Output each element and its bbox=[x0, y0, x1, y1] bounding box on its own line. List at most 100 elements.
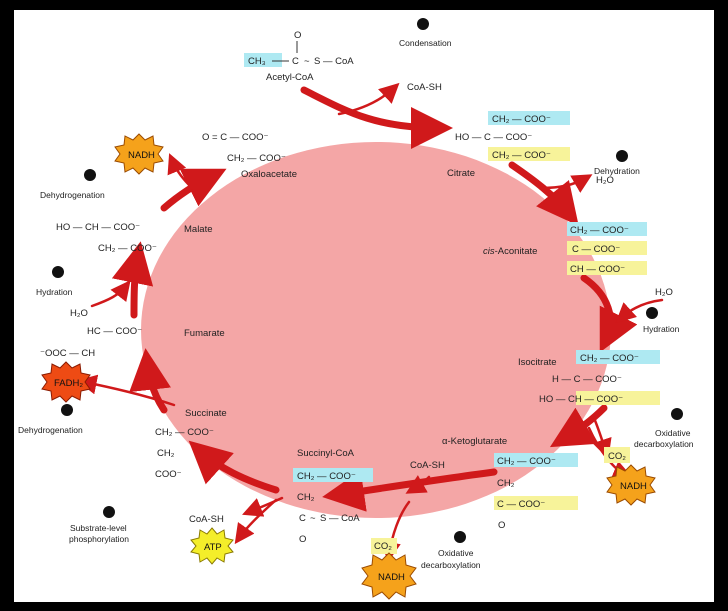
fumarate-structure: HC — COO⁻ ⁻OOC — CH Fumarate bbox=[40, 326, 225, 359]
condensation-label: Condensation bbox=[399, 38, 452, 48]
svg-text:C: C bbox=[299, 513, 306, 524]
arrow-succinylcoa-succinate bbox=[188, 440, 280, 494]
step-dot-hydration-left bbox=[52, 266, 64, 278]
svg-text:CH₂: CH₂ bbox=[157, 448, 175, 459]
arrow-from-h2o-hydration-right bbox=[615, 298, 664, 324]
oxaloacetate-structure: O = C — COO⁻ CH₂ — COO⁻ Oxaloacetate bbox=[202, 132, 297, 180]
step-dot-substrate bbox=[103, 506, 115, 518]
svg-text:CH₂ — COO⁻: CH₂ — COO⁻ bbox=[497, 456, 556, 467]
arrow-malate-oaa bbox=[160, 168, 227, 212]
malate-structure: HO — CH — COO⁻ CH₂ — COO⁻ Malate bbox=[56, 222, 213, 254]
coash-top-label: CoA-SH bbox=[407, 82, 442, 93]
step-dot-dehydration bbox=[616, 150, 628, 162]
arrow-to-coash-bottom bbox=[242, 496, 284, 517]
svg-text:COO⁻: COO⁻ bbox=[155, 469, 182, 480]
h2o-hydration-right-label: H₂O bbox=[655, 287, 673, 298]
arrow-condensation bbox=[300, 86, 453, 149]
oxidative-bottom-label-2: decarboxylation bbox=[421, 560, 481, 570]
nadh-star-bottom bbox=[361, 552, 417, 600]
hydration-left-label: Hydration bbox=[36, 287, 73, 297]
svg-text:HC — COO⁻: HC — COO⁻ bbox=[87, 326, 142, 337]
svg-text:HO — CH — COO⁻: HO — CH — COO⁻ bbox=[539, 394, 623, 405]
nadh-top-label: NADH bbox=[128, 150, 155, 161]
akg-label: α-Ketoglutarate bbox=[442, 436, 507, 447]
arrow-succinate-fumarate bbox=[129, 348, 171, 414]
fumarate-label: Fumarate bbox=[184, 328, 225, 339]
svg-text:CH₂ — COO⁻: CH₂ — COO⁻ bbox=[155, 427, 214, 438]
svg-text:⁻OOC — CH: ⁻OOC — CH bbox=[40, 348, 95, 359]
svg-text:CH₂ — COO⁻: CH₂ — COO⁻ bbox=[580, 353, 639, 364]
arrow-isocitrate-akg bbox=[549, 404, 608, 448]
svg-text:O: O bbox=[498, 520, 505, 531]
cycle-center bbox=[141, 142, 611, 518]
svg-text:C: C bbox=[292, 56, 299, 67]
dehydration-label: Dehydration bbox=[594, 166, 640, 176]
succinate-structure: Succinate CH₂ — COO⁻ CH₂ COO⁻ bbox=[155, 408, 227, 480]
coash-bottom-label: CoA-SH bbox=[189, 514, 224, 525]
svg-text:CH₂: CH₂ bbox=[497, 478, 515, 489]
step-dots bbox=[52, 18, 683, 543]
acetyl-coa-structure: O CH₃ C ~ S — CoA Acetyl-CoA bbox=[248, 30, 354, 83]
isocitrate-structure: CH₂ — COO⁻ H — C — COO⁻ HO — CH — COO⁻ I… bbox=[518, 353, 639, 405]
step-dot-dehydrogenation-left bbox=[61, 404, 73, 416]
svg-text:S — CoA: S — CoA bbox=[320, 513, 360, 524]
substrate-level-label-1: Substrate-level bbox=[70, 523, 127, 533]
akg-structure: α-Ketoglutarate CH₂ — COO⁻ CH₂ C — COO⁻ … bbox=[442, 436, 556, 531]
cis-aconitate-label: cis-Aconitate bbox=[483, 246, 537, 257]
isocitrate-label: Isocitrate bbox=[518, 357, 557, 368]
fadh2-star bbox=[41, 361, 91, 403]
citrate-label: Citrate bbox=[447, 168, 475, 179]
highlights bbox=[244, 53, 660, 554]
citrate-structure: CH₂ — COO⁻ HO — C — COO⁻ CH₂ — COO⁻ Citr… bbox=[447, 114, 551, 179]
dehydrogenation-left-label: Dehydrogenation bbox=[18, 425, 83, 435]
arrow-from-h2o-left bbox=[90, 280, 131, 308]
oxaloacetate-label: Oxaloacetate bbox=[241, 169, 297, 180]
svg-text:CH₂ — COO⁻: CH₂ — COO⁻ bbox=[492, 150, 551, 161]
step-dot-condensation bbox=[417, 18, 429, 30]
malate-label: Malate bbox=[184, 224, 213, 235]
co2-bottom-label: CO₂ bbox=[374, 541, 392, 552]
step-dot-oxidative-right bbox=[671, 408, 683, 420]
arrow-to-fadh2 bbox=[76, 374, 176, 407]
nadh-right-label: NADH bbox=[620, 481, 647, 492]
svg-text:CH₃: CH₃ bbox=[248, 56, 266, 67]
svg-text:S — CoA: S — CoA bbox=[314, 56, 354, 67]
arrow-to-nadh-top bbox=[167, 153, 194, 190]
substrate-level-label-2: phosphorylation bbox=[69, 534, 129, 544]
cis-aconitate-structure: CH₂ — COO⁻ C — COO⁻ CH — COO⁻ cis-Aconit… bbox=[483, 225, 629, 275]
svg-text:CH₂ — COO⁻: CH₂ — COO⁻ bbox=[227, 153, 286, 164]
step-dot-dehydrogenation-top bbox=[84, 169, 96, 181]
svg-text:~: ~ bbox=[304, 56, 310, 67]
nadh-star-right bbox=[606, 464, 656, 506]
diagram-panel: O CH₃ C ~ S — CoA Acetyl-CoA CH₂ — COO⁻ … bbox=[14, 10, 714, 602]
svg-text:CH₂ — COO⁻: CH₂ — COO⁻ bbox=[492, 114, 551, 125]
svg-text:CH₂ — COO⁻: CH₂ — COO⁻ bbox=[297, 471, 356, 482]
cycle-diagram: O CH₃ C ~ S — CoA Acetyl-CoA CH₂ — COO⁻ … bbox=[18, 18, 694, 600]
cofactor-stars bbox=[41, 133, 656, 600]
svg-text:HO — C — COO⁻: HO — C — COO⁻ bbox=[455, 132, 532, 143]
oxidative-right-label-2: decarboxylation bbox=[634, 439, 694, 449]
step-dot-hydration-right bbox=[646, 307, 658, 319]
oxidative-right-label-1: Oxidative bbox=[655, 428, 691, 438]
svg-text:O: O bbox=[299, 534, 306, 545]
arrow-fumarate-malate bbox=[111, 241, 154, 319]
fadh2-label: FADH₂ bbox=[54, 378, 83, 389]
arrow-to-atp bbox=[234, 498, 278, 545]
cofactor-labels: NADH NADH NADH FADH₂ ATP bbox=[54, 150, 647, 583]
atp-star bbox=[190, 527, 234, 565]
arrow-to-coash-top bbox=[337, 82, 400, 116]
arrow-aconitate-isocitrate bbox=[580, 274, 638, 353]
acetyl-coa-label: Acetyl-CoA bbox=[266, 72, 314, 83]
coash-mid-label: CoA-SH bbox=[410, 460, 445, 471]
svg-text:O = C — COO⁻: O = C — COO⁻ bbox=[202, 132, 269, 143]
svg-text:H — C — COO⁻: H — C — COO⁻ bbox=[552, 374, 622, 385]
succinate-label: Succinate bbox=[185, 408, 227, 419]
svg-text:CH₂: CH₂ bbox=[297, 492, 315, 503]
succinyl-coa-structure: Succinyl-CoA CH₂ — COO⁻ CH₂ C ~ S — CoA … bbox=[297, 448, 360, 545]
h2o-dehydration-label: H₂O bbox=[596, 175, 614, 186]
atp-label: ATP bbox=[204, 542, 222, 553]
dehydrogenation-top-label: Dehydrogenation bbox=[40, 190, 105, 200]
nadh-bottom-label: NADH bbox=[378, 572, 405, 583]
svg-text:C — COO⁻: C — COO⁻ bbox=[497, 499, 545, 510]
nadh-star-top bbox=[114, 133, 164, 175]
